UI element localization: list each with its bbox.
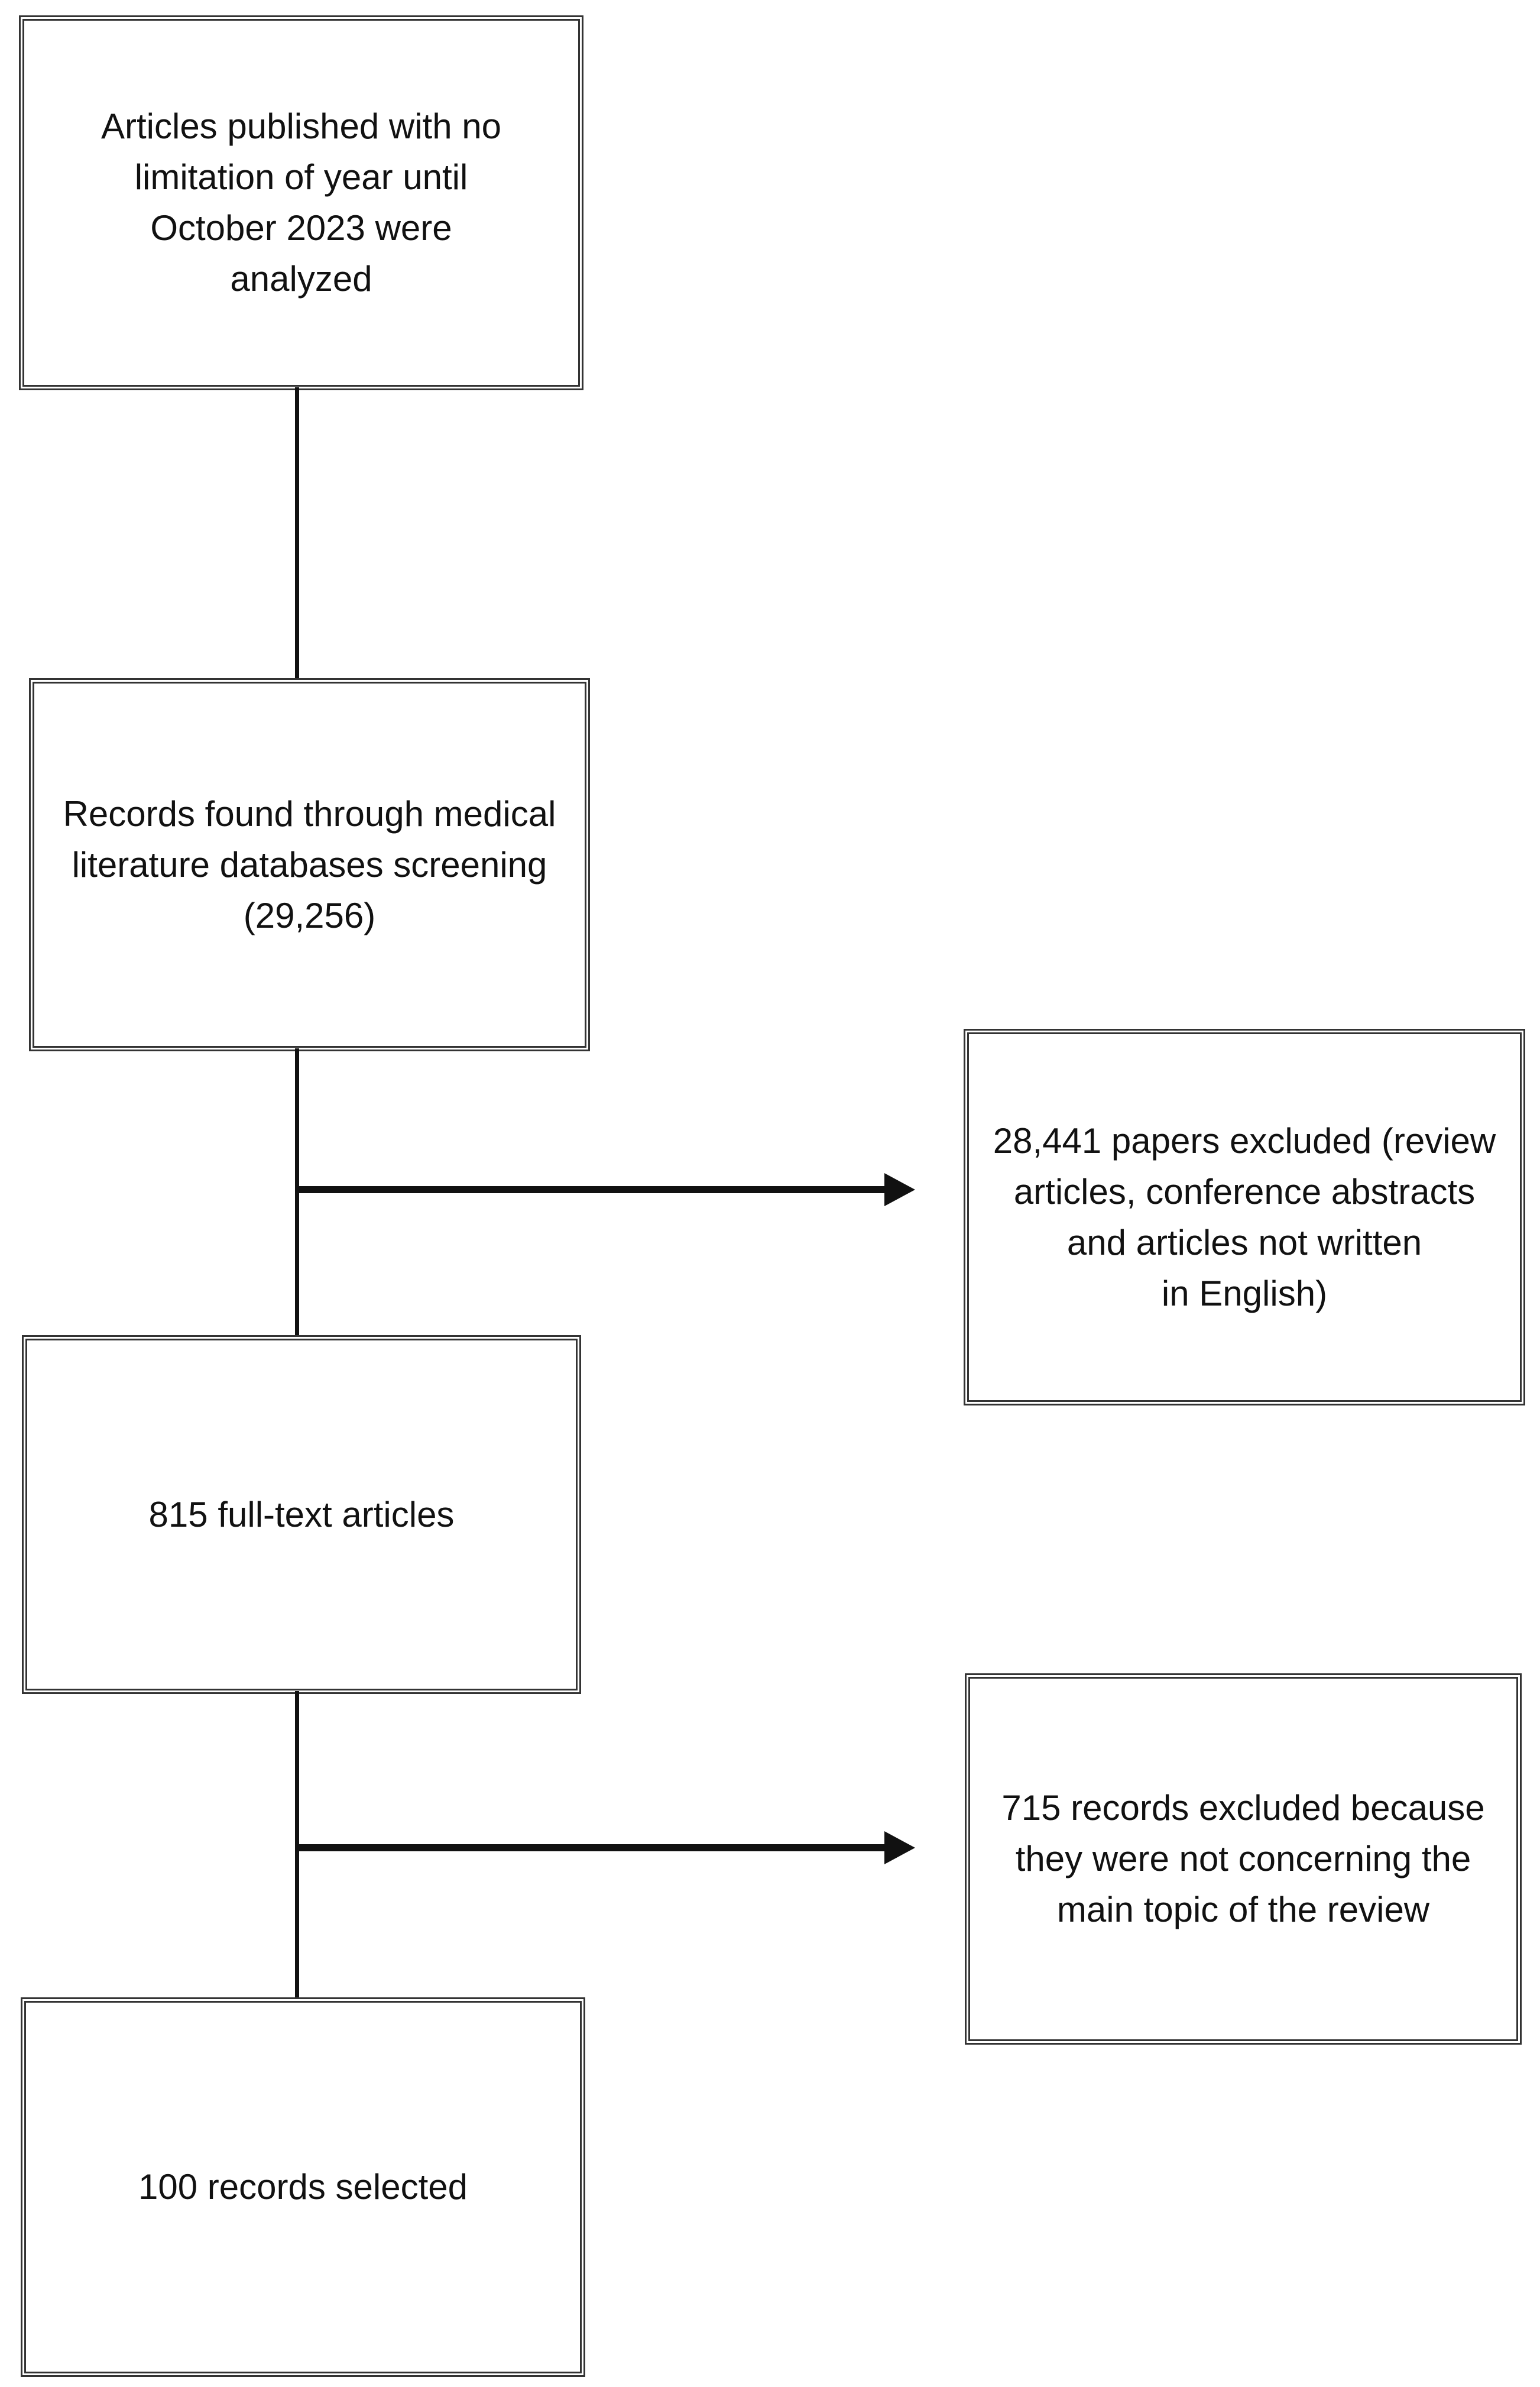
connector-line-1 [295, 387, 299, 681]
flow-box-articles-analyzed: Articles published with no limitation of… [19, 15, 583, 390]
connector-line-3 [295, 1691, 299, 2000]
arrow-shaft [297, 1186, 886, 1193]
arrow-shaft [297, 1844, 886, 1851]
flow-box-records-selected: 100 records selected [21, 1997, 585, 2377]
flow-box-full-text-articles: 815 full-text articles [22, 1335, 581, 1694]
connector-line-2 [295, 1048, 299, 1338]
flow-box-records-found: Records found through medical literature… [29, 678, 590, 1051]
arrowhead-right-icon [884, 1831, 915, 1864]
exclusion-box-topic: 715 records excluded because they were n… [965, 1673, 1522, 2045]
exclusion-arrow-screening [297, 1173, 915, 1206]
arrowhead-right-icon [884, 1173, 915, 1206]
exclusion-arrow-topic [297, 1831, 915, 1864]
exclusion-box-screening: 28,441 papers excluded (review articles,… [964, 1029, 1525, 1405]
